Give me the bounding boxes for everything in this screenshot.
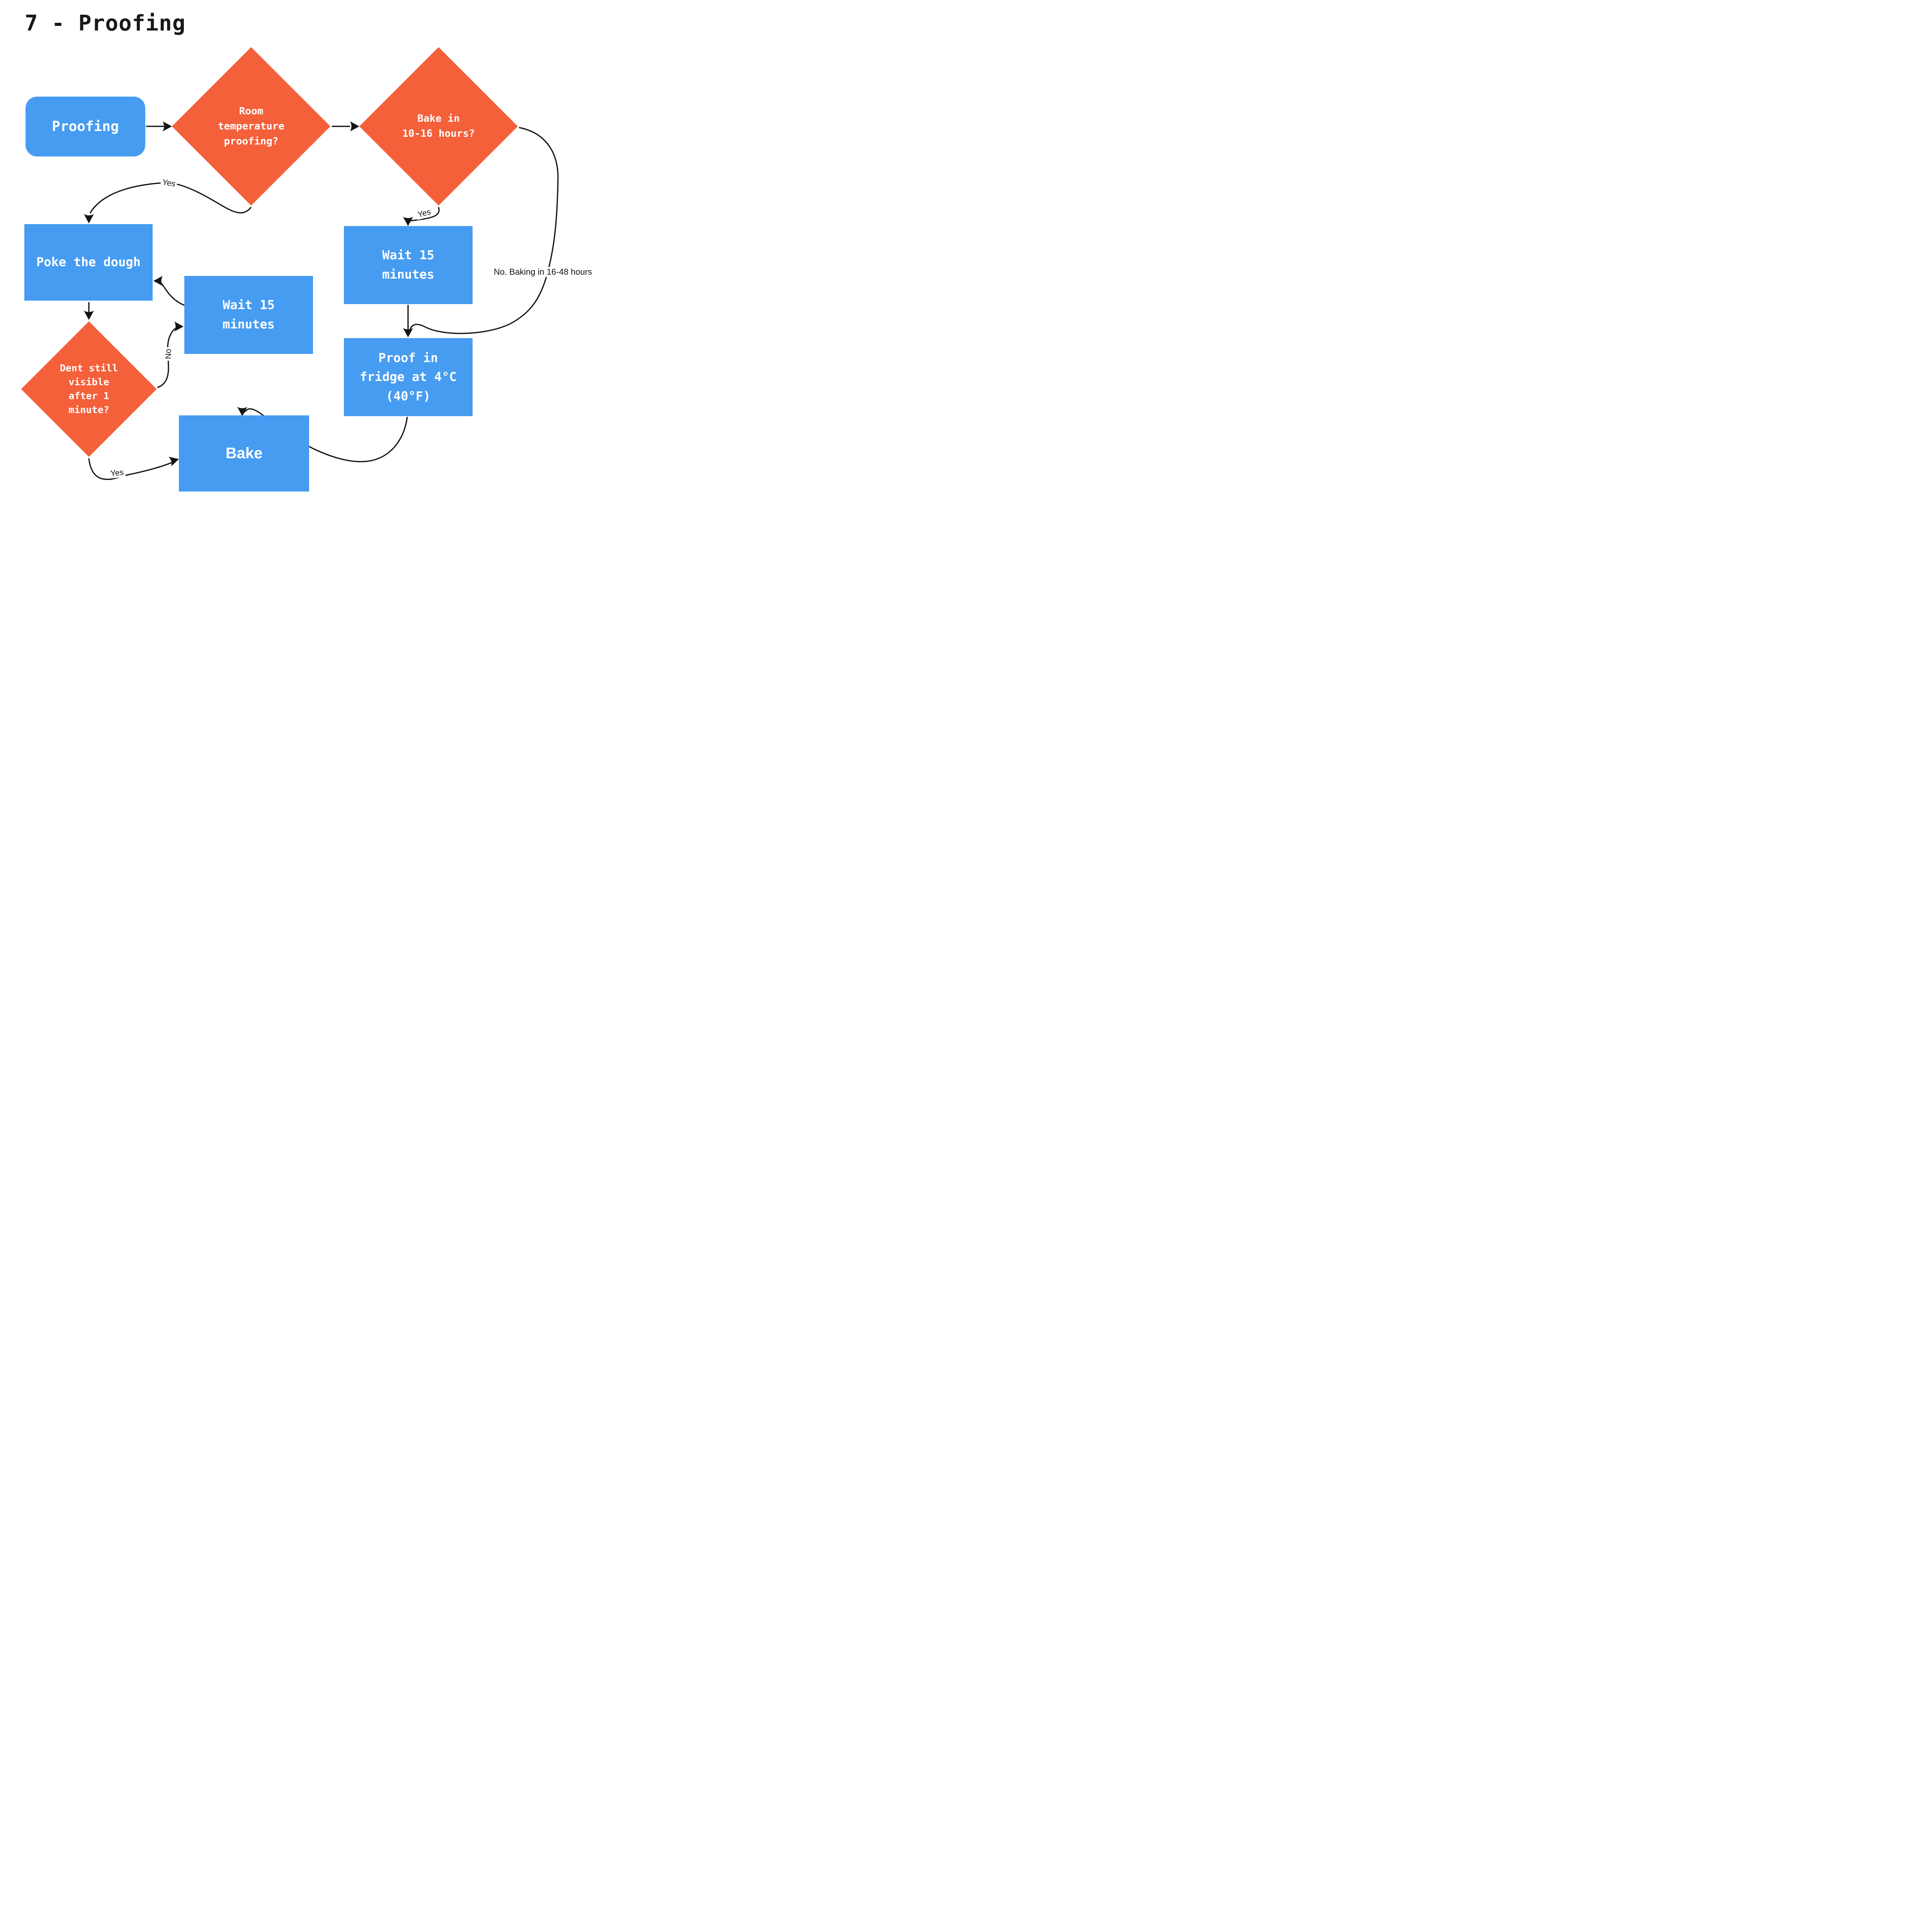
edge-bakewindow-yes-to-waitright bbox=[407, 207, 440, 223]
arrowhead-bakewindow bbox=[350, 121, 359, 131]
node-wait-15-right: Wait 15 minutes bbox=[344, 226, 473, 304]
arrowhead-bake-left bbox=[168, 457, 179, 466]
node-wait-15-middle: Wait 15 minutes bbox=[184, 276, 313, 354]
flowchart-canvas: 7 - Proofing Proofing Room temperature p… bbox=[0, 0, 594, 493]
arrowhead-waitright-top bbox=[403, 217, 413, 226]
node-proof-in-fridge: Proof in fridge at 4°C (40°F) bbox=[344, 338, 473, 416]
node-poke-the-dough: Poke the dough bbox=[24, 224, 153, 301]
node-proofing: Proofing bbox=[26, 97, 145, 156]
node-bake-window-label: Bake in 10-16 hours? bbox=[402, 113, 475, 139]
arrowhead-roomtemp bbox=[163, 121, 172, 131]
page-title: 7 - Proofing bbox=[25, 11, 186, 36]
arrowhead-waitmid-left bbox=[174, 321, 184, 332]
arrowhead-poke-right bbox=[153, 276, 163, 286]
arrowhead-dent-top bbox=[84, 311, 94, 320]
arrowhead-poke-top bbox=[84, 214, 94, 223]
node-dent-label: Dent still visible after 1 minute? bbox=[60, 362, 118, 416]
edge-label-dent-no: No bbox=[163, 347, 173, 361]
node-bake: Bake bbox=[179, 415, 309, 492]
arrowhead-bake-top bbox=[237, 407, 247, 416]
edge-label-dent-yes: Yes bbox=[108, 467, 126, 479]
arrowhead-fridge-top bbox=[403, 328, 413, 337]
node-room-temp-label: Room temperature proofing? bbox=[218, 105, 285, 147]
edge-dent-yes-to-bake bbox=[88, 458, 175, 480]
edge-bakewindow-no-to-fridge bbox=[408, 127, 559, 334]
edge-label-bake-window-no: No. Baking in 16-48 hours bbox=[492, 267, 594, 277]
